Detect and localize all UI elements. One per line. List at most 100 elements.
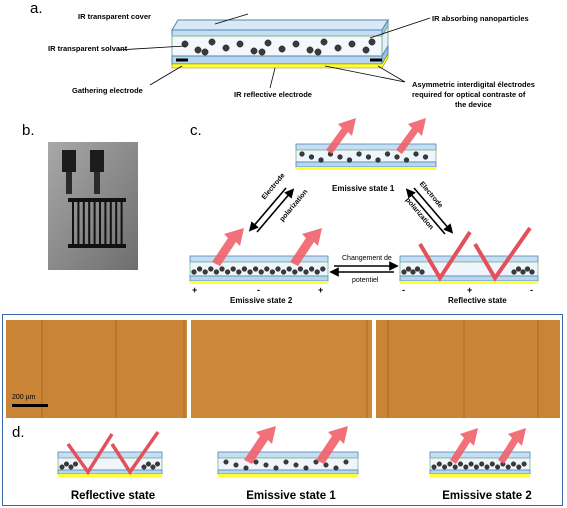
nanoparticle (516, 464, 522, 470)
nanoparticle (511, 461, 517, 467)
nanoparticle (343, 459, 349, 465)
nanoparticle (233, 462, 239, 468)
nanoparticle (524, 266, 531, 272)
d-label-reflective: Reflective state (70, 490, 156, 502)
nanoparticle (419, 269, 425, 275)
nanoparticle (356, 151, 362, 157)
nanoparticle-group (181, 38, 376, 56)
electrode-finger (93, 198, 96, 244)
label-gathering-electrode: Gathering electrode (72, 86, 143, 95)
nanoparticle (194, 46, 202, 54)
d-device-emissive-1 (217, 426, 359, 477)
d-label-emissive-1: Emissive state 1 (246, 490, 336, 502)
sign-right-2: + (467, 285, 473, 295)
nanoparticle (505, 464, 511, 470)
d-label-emissive-2: Emissive state 2 (442, 490, 532, 502)
electrode-finger (82, 198, 85, 244)
label-changement: Changement de (342, 255, 392, 262)
nanoparticle (219, 266, 225, 272)
label-asymmetric-1: Asymmetric interdigital électrodes (412, 80, 535, 89)
nanoparticle (323, 462, 329, 468)
micrograph-emissive-2 (376, 320, 560, 418)
nanoparticle (303, 269, 309, 275)
label-asymmetric-2: required for optical contraste of (412, 90, 526, 99)
nanoparticle (63, 461, 69, 467)
nanoparticle (520, 269, 526, 275)
nanoparticle (306, 46, 314, 54)
nanoparticle (515, 266, 522, 272)
nanoparticle (197, 266, 203, 272)
nanoparticle (529, 269, 535, 275)
nanoparticle (292, 40, 300, 48)
nanoparticle (241, 266, 248, 272)
nanoparticle (293, 462, 299, 468)
d-device-reflective (57, 430, 163, 477)
nanoparticle (365, 154, 372, 160)
nanoparticle (59, 464, 65, 470)
nanoparticle (362, 46, 370, 54)
nanoparticle (223, 459, 229, 465)
interdigital-electrode (72, 198, 123, 248)
electrode-finger (109, 202, 112, 248)
nanoparticle (431, 464, 437, 470)
nanoparticle (452, 464, 458, 470)
nanoparticle (495, 464, 501, 470)
nanoparticle (181, 40, 189, 48)
nanoparticle (286, 266, 292, 272)
nanoparticle (479, 461, 485, 467)
sign-right-1: - (402, 285, 405, 295)
nanoparticle (303, 465, 309, 471)
micrograph-emissive-1 (191, 320, 372, 418)
electrode-finger (115, 198, 118, 244)
nanoparticle (473, 464, 479, 470)
nanoparticle (145, 461, 151, 467)
nanoparticle (314, 269, 320, 275)
nanoparticle (247, 269, 253, 275)
nanoparticle (68, 464, 74, 470)
nanoparticle (297, 266, 304, 272)
nanoparticle (410, 269, 416, 275)
sign-left-2: - (257, 285, 260, 295)
nanoparticle (436, 461, 442, 467)
nanoparticle (273, 465, 279, 471)
nanoparticle (201, 48, 209, 56)
nanoparticle (264, 39, 272, 47)
device-reflective (399, 226, 539, 284)
nanoparticle (375, 157, 381, 163)
nanoparticle (292, 269, 298, 275)
electrode-finger (77, 202, 80, 248)
bottom-frame (2, 314, 563, 506)
nanoparticle (213, 269, 220, 275)
nanoparticle (368, 38, 376, 46)
nanoparticle (413, 151, 419, 157)
sign-left-1: + (192, 285, 198, 295)
nanoparticle (154, 461, 160, 467)
nanoparticle (222, 44, 230, 52)
nanoparticle (422, 154, 429, 160)
nanoparticle (333, 465, 339, 471)
nanoparticle (202, 269, 208, 275)
nanoparticle (150, 464, 156, 470)
sign-left-3: + (318, 285, 324, 295)
nanoparticle (458, 461, 464, 467)
nanoparticle (348, 40, 356, 48)
nanoparticle (236, 40, 244, 48)
nanoparticle (313, 459, 319, 465)
nanoparticle (463, 464, 469, 470)
nanoparticle (250, 47, 258, 55)
nanoparticle (314, 48, 322, 56)
nanoparticle (258, 48, 266, 56)
electrode-finger (99, 202, 101, 248)
nanoparticle (191, 269, 197, 275)
nanoparticle (269, 269, 276, 275)
nanoparticle (414, 266, 421, 272)
panel-a-letter: a. (30, 0, 43, 17)
sign-right-3: - (530, 285, 533, 295)
label-potentiel: potentiel (352, 277, 379, 284)
nanoparticle (309, 266, 315, 272)
nanoparticle (278, 45, 286, 53)
nanoparticle (308, 154, 315, 160)
nanoparticle (334, 44, 342, 52)
panel-b-letter: b. (22, 122, 35, 139)
